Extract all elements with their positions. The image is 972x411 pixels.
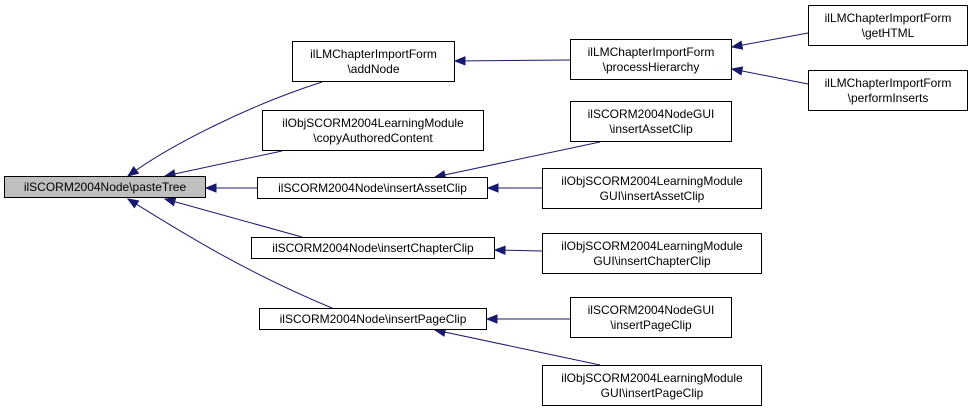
node-performinserts[interactable]: ilLMChapterImportForm \performInserts [808,70,968,111]
node-label-line: \getHTML [861,25,915,40]
node-addnode[interactable]: ilLMChapterImportForm \addNode [292,41,455,82]
node-nodegui-insertpageclip[interactable]: ilSCORM2004NodeGUI \insertPageClip [570,297,732,338]
node-insertchapterclip[interactable]: ilSCORM2004Node\insertChapterClip [251,237,495,259]
edge-arrowhead [126,165,140,177]
node-label-line: ilSCORM2004Node\insertAssetClip [278,180,467,195]
node-label-line: ilSCORM2004Node\insertPageClip [279,311,467,326]
node-label-line: ilObjSCORM2004LearningModule [561,370,743,385]
node-label-line: ilSCORM2004NodeGUI [587,302,715,317]
node-label-line: ilSCORM2004NodeGUI [587,106,715,121]
node-insertpageclip[interactable]: ilSCORM2004Node\insertPageClip [259,308,487,330]
node-label-line: ilObjSCORM2004LearningModule [561,173,743,188]
edge-insertChapterClip-to-pasteTree [164,198,303,238]
edge-arrowhead [453,56,466,66]
edge-insertPageClip-to-pasteTree [127,198,333,309]
edge-arrowhead [126,198,140,209]
edge-arrowhead [493,245,506,255]
node-copyauthoredcontent[interactable]: ilObjSCORM2004LearningModule \copyAuthor… [262,110,484,151]
node-lmgui-insertpageclip[interactable]: ilObjSCORM2004LearningModule GUI\insertP… [542,365,762,406]
node-processhierarchy[interactable]: ilLMChapterImportForm \processHierarchy [570,39,732,80]
edge-arrowhead [730,66,744,76]
node-label-line: \addNode [347,61,400,76]
node-label-line: ilLMChapterImportForm [824,75,952,90]
node-pastetree[interactable]: ilSCORM2004Node\pasteTree [4,176,206,198]
edge-addNode-to-pasteTree [127,81,323,177]
node-gethtml[interactable]: ilLMChapterImportForm \getHTML [808,5,968,46]
node-label-line: ilObjSCORM2004LearningModule [282,115,464,130]
node-label-line: GUI\insertChapterClip [593,253,711,268]
edge-copyAuthoredContent-to-pasteTree [164,150,283,177]
node-label-line: \processHierarchy [602,59,700,74]
edge-getHTML-to-processHierarchy [731,32,809,48]
edge-nodeGuiAsset-to-insertAssetClip [434,141,601,178]
edge-arrowhead [485,314,498,324]
node-nodegui-insertassetclip[interactable]: ilSCORM2004NodeGUI \insertAssetClip [570,101,732,142]
edge-arrowhead [204,183,217,193]
node-label-line: ilSCORM2004Node\insertChapterClip [272,240,474,255]
edge-lmGuiPage-to-insertPageClip [434,329,601,366]
node-insertassetclip[interactable]: ilSCORM2004Node\insertAssetClip [257,177,488,199]
edge-performInserts-to-processHierarchy [731,68,809,85]
node-label-line: ilLMChapterImportForm [824,10,952,25]
node-label-line: ilObjSCORM2004LearningModule [561,238,743,253]
node-label-line: GUI\insertPageClip [600,385,704,400]
node-label-line: GUI\insertAssetClip [599,188,705,203]
node-label-line: \insertAssetClip [609,121,693,136]
node-label-line: ilSCORM2004Node\pasteTree [23,179,187,194]
node-lmgui-insertchapterclip[interactable]: ilObjSCORM2004LearningModule GUI\insertC… [542,233,762,274]
node-label-line: ilLMChapterImportForm [587,44,715,59]
edge-arrowhead [730,40,744,50]
edge-arrowhead [163,197,177,207]
node-label-line: \performInserts [847,90,929,105]
edge-processHierarchy-to-addNode [454,59,571,62]
node-label-line: \copyAuthoredContent [313,130,433,145]
node-lmgui-insertassetclip[interactable]: ilObjSCORM2004LearningModule GUI\insertA… [542,168,762,209]
edge-arrowhead [486,183,499,193]
node-label-line: ilLMChapterImportForm [310,46,437,61]
node-label-line: \insertPageClip [610,317,692,332]
